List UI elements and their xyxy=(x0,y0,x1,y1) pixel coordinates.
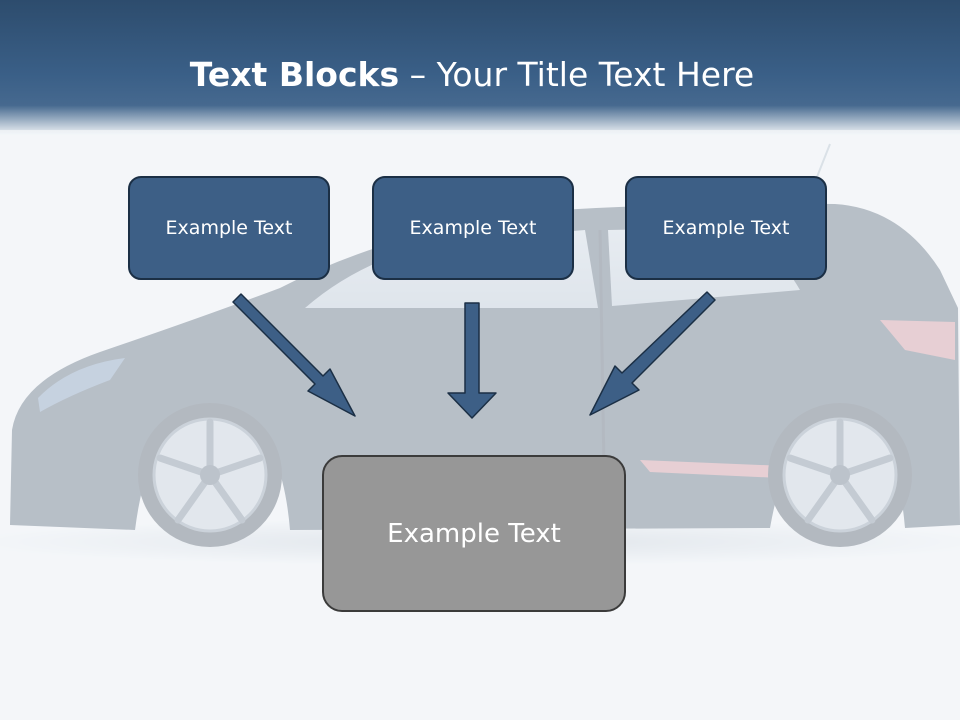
target-text-block-label: Example Text xyxy=(387,518,561,549)
slide-title: Text Blocks – Your Title Text Here xyxy=(0,52,944,98)
text-block-3-label: Example Text xyxy=(662,217,790,239)
text-block-1[interactable]: Example Text xyxy=(128,176,330,280)
title-rest: – Your Title Text Here xyxy=(399,55,755,94)
arrow-center-down xyxy=(447,302,497,419)
arrow-right-down-left xyxy=(589,291,716,416)
header-band xyxy=(0,0,960,135)
text-block-1-label: Example Text xyxy=(165,217,293,239)
text-block-2-label: Example Text xyxy=(409,217,537,239)
target-text-block[interactable]: Example Text xyxy=(322,455,626,612)
title-bold: Text Blocks xyxy=(189,55,400,94)
text-block-3[interactable]: Example Text xyxy=(625,176,827,280)
text-block-2[interactable]: Example Text xyxy=(372,176,574,280)
arrow-left-down-right xyxy=(232,293,356,417)
